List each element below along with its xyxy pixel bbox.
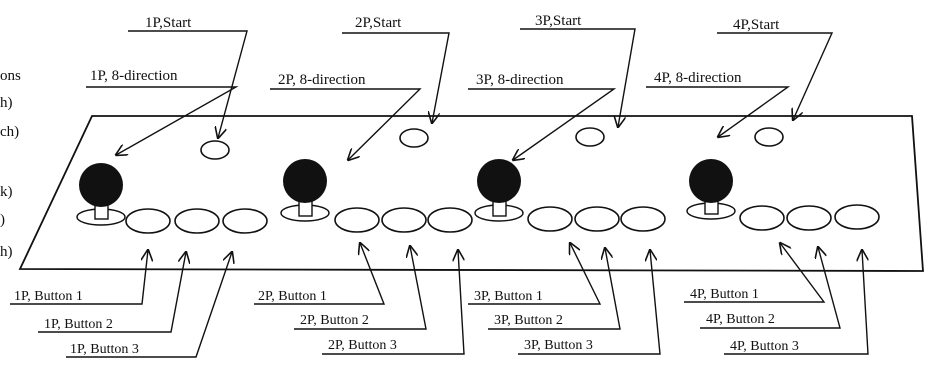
left-fragment: ch) [0,124,19,140]
action-button [620,206,666,232]
player-2-controls [280,128,473,233]
joystick-leader-arrow [86,86,239,155]
start-leader-arrow [520,28,636,127]
joystick-ball [79,163,123,207]
joystick-label: 1P, 8-direction [90,68,178,84]
start-button [575,127,605,147]
action-button [834,204,880,230]
action-button [381,207,427,233]
button-labels: 1P, Button 1 1P, Button 2 1P, Button 3 2… [14,287,799,357]
action-button [174,208,220,234]
start-leader-arrow [717,32,834,120]
button-label: 1P, Button 2 [44,317,113,332]
button-label: 4P, Button 3 [730,339,799,354]
button-label: 1P, Button 1 [14,289,83,304]
player-3-controls [474,127,666,232]
button-leader-arrow [66,252,232,358]
button-label: 3P, Button 2 [494,313,563,328]
action-button [574,206,620,232]
start-label: 3P,Start [535,13,582,29]
button-leader-arrow [684,243,826,303]
start-label: 4P,Start [733,17,780,33]
action-button [222,208,268,234]
action-button [334,207,380,233]
button-leader-arrow [700,247,841,329]
action-button [786,205,832,231]
left-fragment: ons [0,68,21,84]
button-leader-arrow [322,250,465,355]
joystick-label: 3P, 8-direction [476,72,564,88]
start-leader-arrow [342,32,450,123]
button-label: 2P, Button 3 [328,338,397,353]
button-leader-arrow [294,246,427,330]
button-label: 2P, Button 1 [258,289,327,304]
joystick-labels: 1P, 8-direction 2P, 8-direction 3P, 8-di… [90,68,742,88]
button-leader-arrow [724,250,869,355]
button-leader-arrow [38,252,186,333]
start-button [754,127,784,147]
leader-lines [10,28,869,358]
player-4-controls [686,127,880,231]
start-button [200,140,230,160]
control-panel-outline [18,115,924,272]
action-button [739,205,785,231]
button-label: 3P, Button 1 [474,289,543,304]
left-text-fragments: ons h) ch) k) ) h) [0,68,21,260]
joystick-leader-arrow [468,88,617,160]
button-label: 4P, Button 2 [706,312,775,327]
joystick-ball [477,159,521,203]
left-fragment: ) [0,212,5,228]
left-fragment: k) [0,184,13,200]
left-fragment: h) [0,95,13,111]
action-button [527,206,573,232]
button-label: 1P, Button 3 [70,342,139,357]
button-label: 3P, Button 3 [524,338,593,353]
start-leader-arrow [128,30,248,138]
button-label: 4P, Button 1 [690,287,759,302]
joystick-ball [283,159,327,203]
button-leader-arrow [468,243,602,305]
button-label: 2P, Button 2 [300,313,369,328]
player-1-controls [76,140,268,234]
button-leader-arrow [10,250,148,305]
start-label: 2P,Start [355,15,402,31]
joystick-label: 4P, 8-direction [654,70,742,86]
start-button [399,128,429,148]
joystick-leader-arrow [646,86,791,137]
start-label: 1P,Start [145,15,192,31]
action-button [125,208,171,234]
joystick-ball [689,159,733,203]
start-labels: 1P,Start 2P,Start 3P,Start 4P,Start [145,13,780,33]
action-button [427,207,473,233]
joystick-label: 2P, 8-direction [278,72,366,88]
button-leader-arrow [518,250,661,355]
button-leader-arrow [488,248,621,330]
joystick-leader-arrow [270,88,422,160]
left-fragment: h) [0,244,13,260]
button-leader-arrow [254,243,386,305]
